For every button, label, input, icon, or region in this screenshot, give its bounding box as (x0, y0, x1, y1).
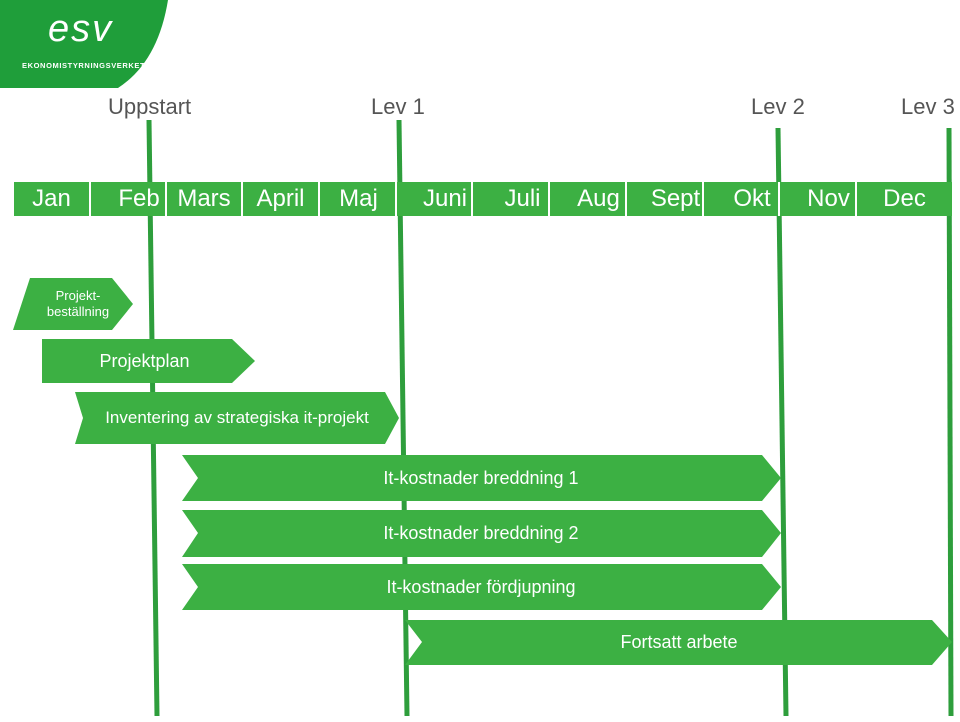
milestone-line-lev3 (946, 127, 954, 717)
month-sept: Sept (627, 182, 704, 216)
month-dec: Dec (857, 182, 952, 216)
milestone-line-lev1 (396, 119, 410, 717)
month-okt: Okt (704, 182, 780, 216)
month-mars: Mars (167, 182, 243, 216)
month-maj: Maj (320, 182, 397, 216)
logo-brand: esv (48, 8, 114, 50)
logo-background (0, 0, 168, 88)
month-nov: Nov (780, 182, 857, 216)
milestone-label-lev2: Lev 2 (751, 94, 805, 119)
task-bar-breddning-2 (182, 510, 781, 557)
month-april: April (243, 182, 320, 216)
task-label-line-2: beställning (46, 304, 110, 319)
task-bar-inventering (75, 392, 399, 444)
task-label-breddning-2: It-kostnader breddning 2 (383, 523, 579, 544)
task-label-fortsatt-arbete: Fortsatt arbete (620, 632, 738, 653)
task-label-projektplan: Projektplan (99, 350, 190, 371)
task-bar-fordjupning (182, 564, 781, 610)
task-bar-projektplan (42, 339, 255, 383)
milestone-label-uppstart: Uppstart (108, 94, 192, 119)
month-juni: Juni (397, 182, 473, 216)
month-feb: Feb (91, 182, 167, 216)
milestone-label-lev1: Lev 1 (371, 94, 425, 119)
logo-subtitle: EKONOMISTYRNINGSVERKET (22, 61, 146, 70)
task-label-inventering: Inventering av strategiska it-projekt (105, 408, 369, 428)
task-label-fordjupning: It-kostnader fördjupning (386, 576, 576, 597)
task-label-line-1: Projekt- (55, 287, 101, 303)
task-label-breddning-1: It-kostnader breddning 1 (383, 467, 579, 488)
task-bar-breddning-1 (182, 455, 781, 501)
task-bar-projektbestallning (13, 278, 133, 330)
milestone-label-lev3: Lev 3 (901, 94, 955, 119)
task-bar-fortsatt-arbete (405, 620, 952, 665)
milestone-line-lev2 (775, 127, 789, 717)
month-juli: Juli (473, 182, 550, 216)
month-jan: Jan (14, 182, 91, 216)
month-aug: Aug (550, 182, 627, 216)
task-label-projektbestallning: Projekt- beställning (28, 283, 128, 325)
